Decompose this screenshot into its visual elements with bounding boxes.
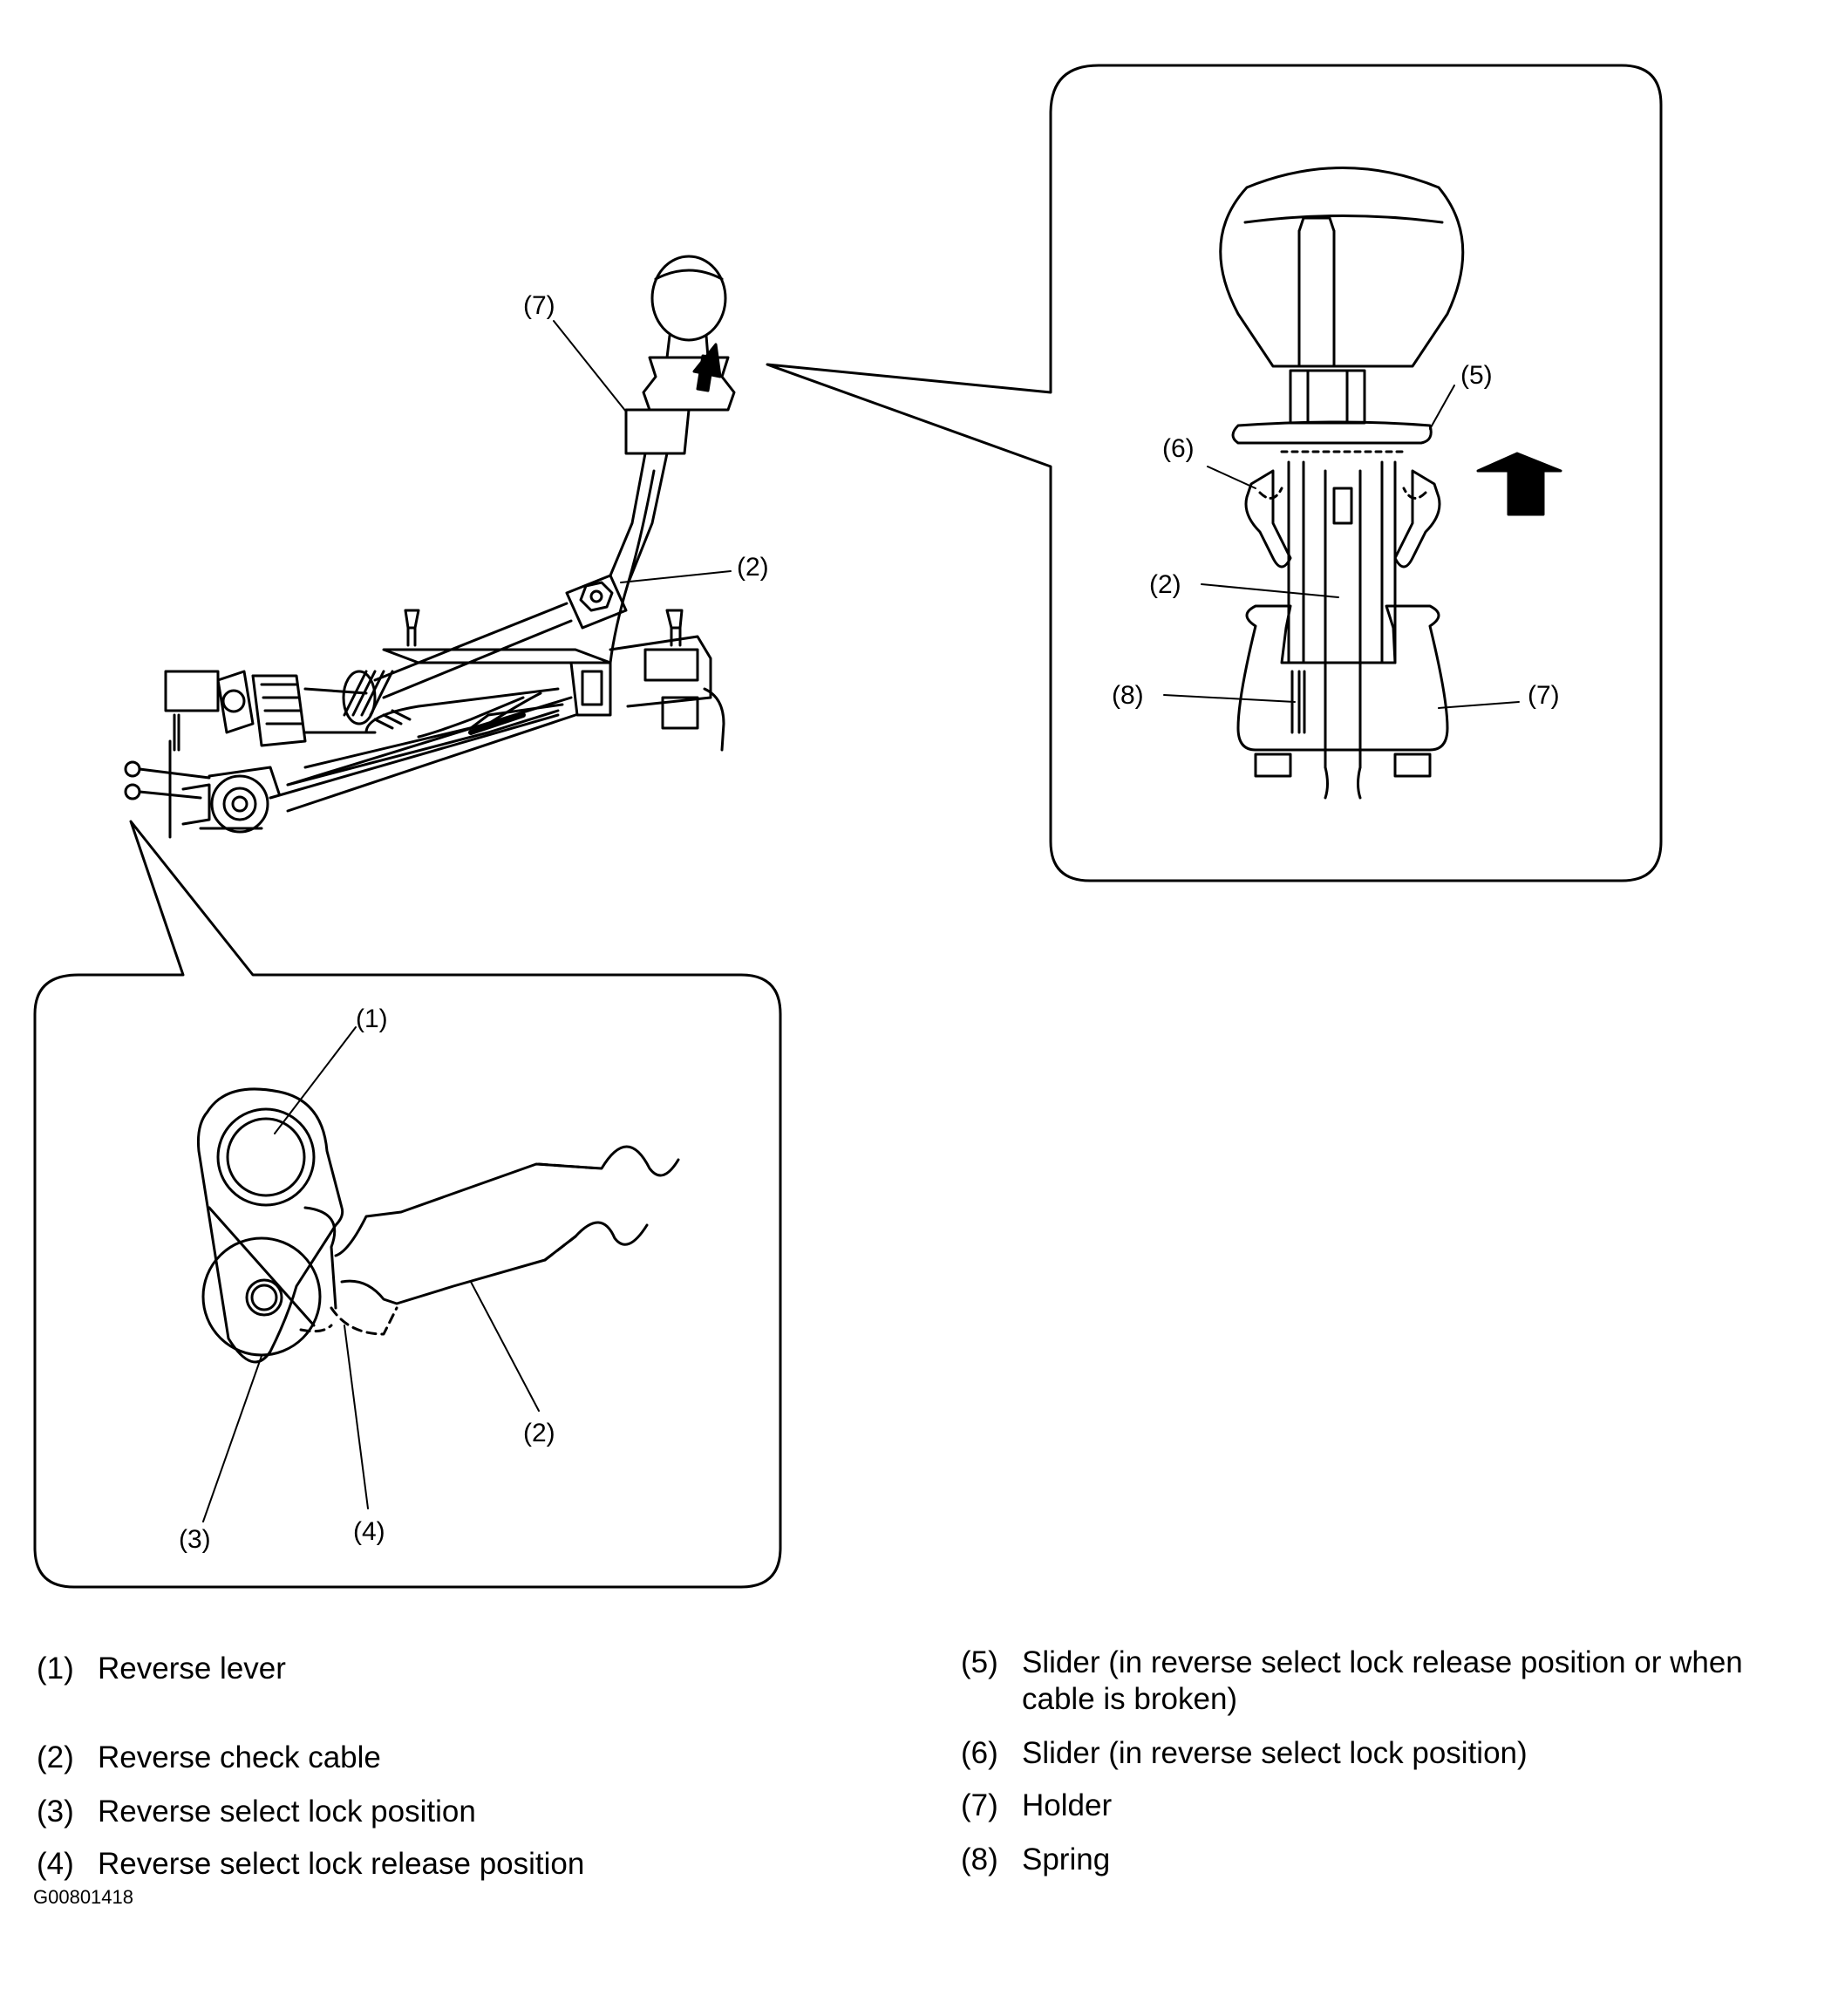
callout-detail-6: (6) <box>1162 434 1195 463</box>
legend-number: (7) <box>961 1788 998 1822</box>
callout-lower-2: (2) <box>523 1419 555 1447</box>
legend-number: (2) <box>37 1740 74 1774</box>
legend-label: Reverse check cable <box>98 1740 381 1774</box>
legend-label: Slider (in reverse select lock release p… <box>1022 1645 1743 1716</box>
legend-label: Reverse lever <box>98 1652 286 1686</box>
detail-frame-top <box>766 64 1663 882</box>
legend-number: (5) <box>961 1645 998 1679</box>
callout-main-2: (2) <box>737 553 769 582</box>
knob-detail-panel <box>766 64 1663 882</box>
up-arrow-detail <box>1476 452 1562 516</box>
figure-code: G00801418 <box>33 1886 133 1908</box>
legend-number: (6) <box>961 1736 998 1770</box>
legend-label: Slider (in reverse select lock position) <box>1022 1736 1528 1770</box>
detail-frame-bottom <box>33 820 782 1589</box>
callout-lower-4: (4) <box>353 1517 385 1546</box>
legend-item-8: (8) Spring <box>961 1842 1798 1878</box>
callout-detail-8: (8) <box>1112 681 1144 710</box>
legend-label: Reverse select lock position <box>98 1795 476 1829</box>
reverse-lever-bore <box>216 1107 316 1207</box>
main-shift-assembly <box>124 255 736 839</box>
callout-main-7: (7) <box>523 291 555 320</box>
legend-item-2: (2) Reverse check cable <box>37 1740 839 1776</box>
legend-number: (1) <box>37 1652 74 1686</box>
callout-lower-1: (1) <box>356 1005 388 1033</box>
legend-number: (3) <box>37 1795 74 1829</box>
callout-lower-3: (3) <box>179 1525 211 1554</box>
legend-number: (4) <box>37 1847 74 1881</box>
callout-detail-5: (5) <box>1460 361 1493 390</box>
holder-main <box>642 356 736 412</box>
reverse-lever-pivot <box>210 774 269 834</box>
legend-label: Spring <box>1022 1842 1111 1876</box>
reverse-lever-detail-panel <box>33 820 782 1589</box>
legend-item-7: (7) Holder <box>961 1788 1798 1824</box>
callout-detail-2: (2) <box>1149 570 1181 599</box>
legend-number: (8) <box>961 1842 998 1876</box>
legend-label: Reverse select lock release position <box>98 1847 585 1881</box>
shift-knob <box>650 255 727 342</box>
nut-icon <box>579 581 614 612</box>
legend-item-4: (4) Reverse select lock release position <box>37 1846 839 1883</box>
legend-item-3: (3) Reverse select lock position <box>37 1794 839 1830</box>
legend-item-6: (6) Slider (in reverse select lock posit… <box>961 1735 1798 1772</box>
legend-label: Holder <box>1022 1788 1113 1822</box>
legend-item-5: (5) Slider (in reverse select lock relea… <box>961 1645 1798 1718</box>
callout-detail-7: (7) <box>1528 681 1560 710</box>
legend-item-1: (1) Reverse lever <box>37 1651 839 1687</box>
